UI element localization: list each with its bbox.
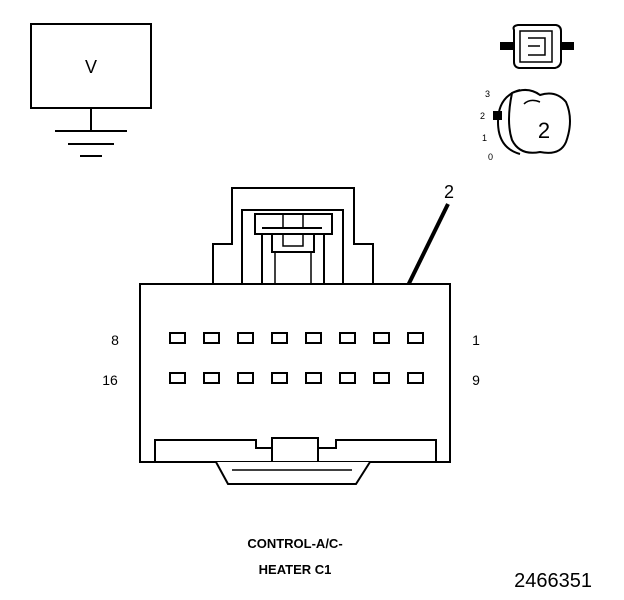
connector-body xyxy=(139,187,451,485)
key-position-selected: 2 xyxy=(538,118,550,143)
pin-cavity-14 xyxy=(237,372,254,384)
connector-face-icon xyxy=(500,24,574,69)
key-position-1: 1 xyxy=(482,133,487,143)
voltmeter-label: V xyxy=(85,57,97,77)
pin-cavity-12 xyxy=(305,372,322,384)
voltmeter-symbol: V xyxy=(30,23,152,157)
pin-cavity-1 xyxy=(407,332,424,344)
connector-housing xyxy=(139,283,451,463)
pin-cavity-6 xyxy=(237,332,254,344)
pin-cavity-13 xyxy=(271,372,288,384)
row-bottom-first-label: 16 xyxy=(102,372,118,388)
pin-cavity-7 xyxy=(203,332,220,344)
caption-line-1: CONTROL-A/C- xyxy=(247,536,342,551)
figure-number: 2466351 xyxy=(514,570,592,592)
pin-cavity-4 xyxy=(305,332,322,344)
pin-cavity-10 xyxy=(373,372,390,384)
pin-cavity-5 xyxy=(271,332,288,344)
row-top-first-label: 8 xyxy=(111,332,119,348)
pin-cavity-16 xyxy=(169,372,186,384)
pin-cavity-15 xyxy=(203,372,220,384)
pin-cavity-9 xyxy=(407,372,424,384)
pin-row-bottom xyxy=(169,372,424,384)
ignition-key-icon: 3 2 1 0 2 xyxy=(480,89,571,162)
pin-cavity-8 xyxy=(169,332,186,344)
key-position-0: 0 xyxy=(488,152,493,162)
pin-row-top xyxy=(169,332,424,344)
pin-cavity-11 xyxy=(339,372,356,384)
caption-line-2: HEATER C1 xyxy=(259,562,332,577)
key-position-2: 2 xyxy=(480,111,485,121)
key-position-3: 3 xyxy=(485,89,490,99)
callout-label: 2 xyxy=(444,182,454,202)
pin-cavity-3 xyxy=(339,332,356,344)
row-bottom-last-label: 9 xyxy=(472,372,480,388)
pin-cavity-2 xyxy=(373,332,390,344)
row-top-last-label: 1 xyxy=(472,332,480,348)
